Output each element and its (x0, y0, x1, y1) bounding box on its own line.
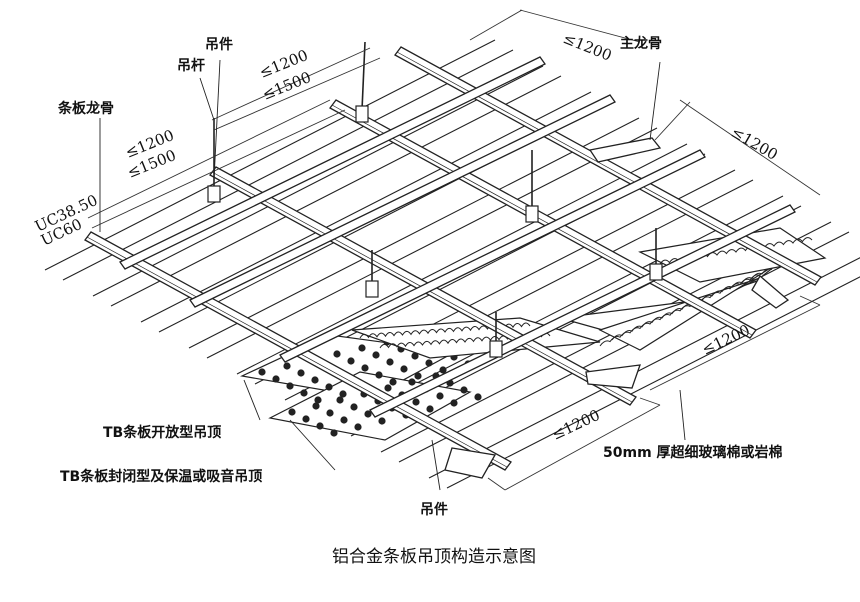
perforation-hole (302, 415, 310, 423)
main-keel-end (444, 137, 790, 479)
perforation-hole (474, 393, 482, 401)
dimension-lines (87, 9, 821, 491)
perforation-hole (378, 417, 386, 425)
perforation-hole (312, 402, 320, 410)
perforation-hole (386, 358, 394, 366)
hanger-rods (207, 41, 663, 358)
ceiling-slat (44, 39, 514, 281)
perforation-hole (372, 351, 380, 359)
cross-keel (279, 149, 706, 363)
perforation-hole (347, 357, 355, 365)
main-keel (394, 46, 822, 286)
perforation-hole (364, 410, 372, 418)
perforation-hole (300, 389, 308, 397)
dim-right-1200: ≤1200 (728, 123, 781, 164)
perforation-hole (325, 383, 333, 391)
perforation-hole (450, 399, 458, 407)
diagram-caption: 铝合金条板吊顶构造示意图 (332, 547, 536, 567)
perforation-hole (426, 405, 434, 413)
perforation-hole (408, 378, 416, 386)
perforation-hole (297, 369, 305, 377)
hanger-clip (649, 263, 663, 281)
perforation-hole (358, 344, 366, 352)
perforation-hole (339, 390, 347, 398)
label-hanger-bottom: 吊件 (420, 501, 448, 518)
perforation-hole (460, 386, 468, 394)
dim-bottom-1200: ≤1200 (549, 406, 603, 444)
cross-keel (119, 56, 546, 270)
perforation-hole (436, 392, 444, 400)
perforation-hole (272, 375, 280, 383)
insulation-batts (351, 227, 827, 359)
perforation-hole (354, 423, 362, 431)
perforation-hole (384, 384, 392, 392)
perforation-hole (340, 416, 348, 424)
perforation-hole (283, 362, 291, 370)
label-closed-type: TB条板封闭型及保温或吸音吊顶 (60, 468, 262, 485)
hanger-rod (361, 41, 366, 111)
cross-keel (189, 94, 616, 308)
perforation-hole (316, 422, 324, 430)
perforation-hole (375, 371, 383, 379)
perforation-hole (414, 372, 422, 380)
perforation-hole (326, 409, 334, 417)
hanger-clip (489, 340, 503, 358)
perforation-hole (336, 396, 344, 404)
hanger-clip (525, 205, 539, 223)
perforation-hole (258, 368, 266, 376)
label-rod: 吊杆 (177, 57, 205, 74)
perforation-hole (311, 376, 319, 384)
perforation-hole (314, 396, 322, 404)
label-hanger-top: 吊件 (205, 36, 233, 53)
ceiling-slat (188, 117, 658, 359)
perforation-hole (412, 398, 420, 406)
perforation-hole (286, 382, 294, 390)
label-open-type: TB条板开放型吊顶 (103, 424, 221, 441)
perforation-hole (411, 352, 419, 360)
perforation-hole (389, 378, 397, 386)
perforation-hole (400, 365, 408, 373)
leader-lines (99, 59, 686, 491)
label-insulation: 50mm 厚超细玻璃棉或岩棉 (603, 444, 783, 461)
perforation-hole (288, 408, 296, 416)
perforation-hole (330, 429, 338, 437)
hanger-clip (355, 105, 369, 123)
perforation-hole (425, 359, 433, 367)
perforation-hole (350, 403, 358, 411)
label-main-keel: 主龙骨 (620, 35, 662, 52)
cross-keels (119, 56, 796, 418)
perforation-hole (361, 364, 369, 372)
perforation-hole (333, 350, 341, 358)
hanger-clip (365, 280, 379, 298)
main-keels (84, 46, 822, 471)
label-slat-keel: 条板龙骨 (57, 100, 114, 117)
hanger-clip (207, 185, 221, 203)
perforation-hole (439, 366, 447, 374)
ceiling-slat (428, 257, 860, 489)
ceiling-slat (92, 65, 562, 307)
dim-top-right-1200: ≤1200 (561, 29, 615, 65)
